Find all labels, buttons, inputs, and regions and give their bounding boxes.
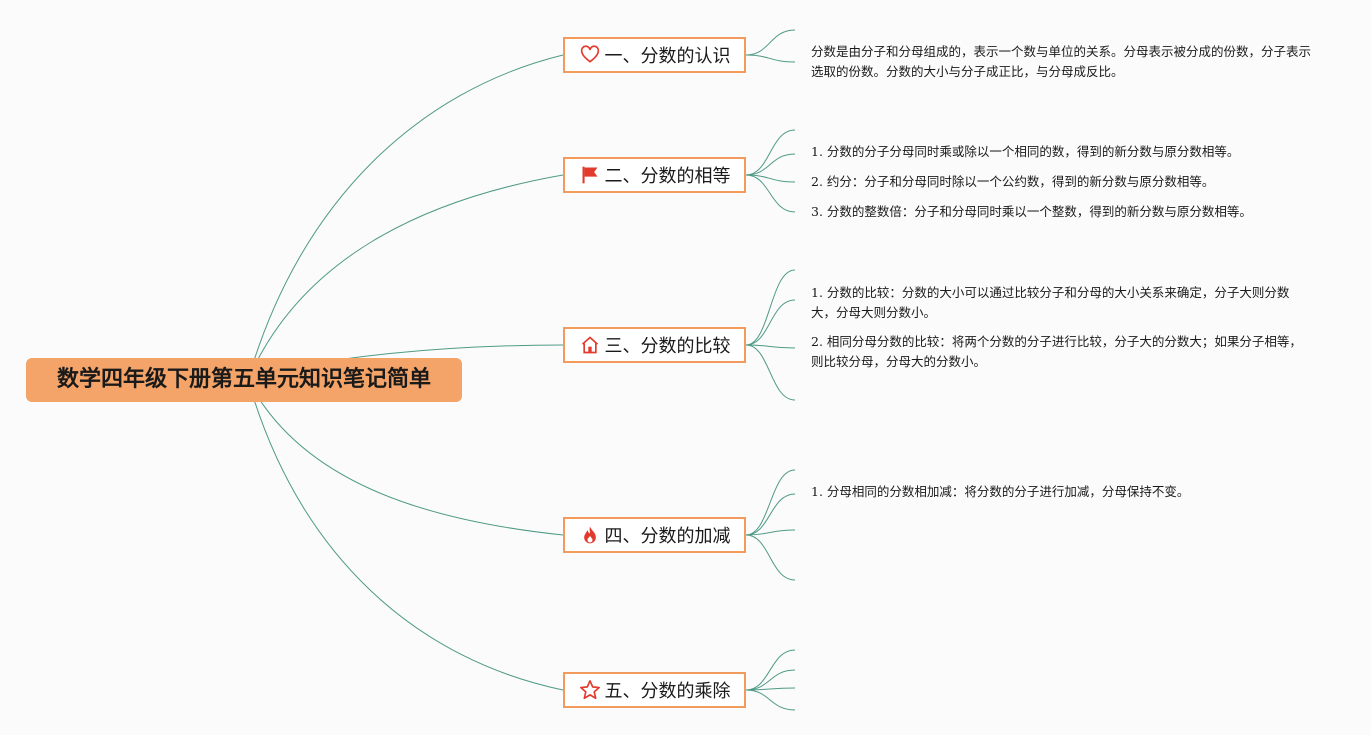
connector-topic-3-branch — [745, 269, 796, 346]
topic-3-note-1: 1. 分数的比较：分数的大小可以通过比较分子和分母的大小关系来确定，分子大则分数… — [811, 285, 1290, 320]
topic-2-note-2: 2. 约分：分子和分母同时除以一个公约数，得到的新分数与原分数相等。 — [811, 174, 1215, 189]
topic-4-note-1: 1. 分母相同的分数相加减：将分数的分子进行加减，分母保持不变。 — [811, 484, 1190, 499]
topic-5[interactable]: 五、分数的乘除 — [563, 672, 746, 708]
star-icon — [579, 679, 601, 701]
connector-topic-2-branch — [745, 174, 796, 213]
topic-2-note-3: 3. 分数的整数倍：分子和分母同时乘以一个整数，得到的新分数与原分数相等。 — [811, 204, 1252, 219]
connector-topic-5-branch — [745, 669, 796, 691]
connector-topic-3-branch — [745, 344, 796, 401]
fire-icon — [579, 524, 601, 546]
connector-root-topic-4 — [247, 379, 564, 536]
topic-label: 二、分数的相等 — [604, 166, 731, 187]
topic-3-note-2: 2. 相同分母分数的比较：将两个分数的分子进行比较，分子大的分数大；如果分子相等… — [811, 334, 1302, 369]
topic-4[interactable]: 四、分数的加减 — [563, 517, 746, 553]
connector-topic-2-branch — [745, 129, 796, 176]
house-icon — [579, 334, 601, 356]
topic-label: 四、分数的加减 — [604, 526, 731, 547]
connector-topic-4-branch — [745, 534, 796, 581]
topic-2[interactable]: 二、分数的相等 — [563, 157, 746, 193]
root-topic[interactable]: 数学四年级下册第五单元知识笔记简单 — [26, 358, 462, 402]
connector-topic-4-branch — [745, 529, 796, 536]
connector-topic-5-branch — [745, 649, 796, 691]
topic-1-note-1: 分数是由分子和分母组成的，表示一个数与单位的关系。分母表示被分成的份数，分子表示… — [811, 44, 1312, 79]
connector-topic-5-branch — [745, 689, 796, 711]
connector-topic-3-branch — [745, 299, 796, 346]
topic-label: 三、分数的比较 — [604, 336, 731, 357]
topic-3[interactable]: 三、分数的比较 — [563, 327, 746, 363]
heart-icon — [579, 44, 601, 66]
connector-topic-1-branch — [745, 54, 796, 63]
topic-1[interactable]: 一、分数的认识 — [563, 37, 746, 73]
connector-topic-1-branch — [745, 29, 796, 56]
topic-2-note-1: 1. 分数的分子分母同时乘或除以一个相同的数，得到的新分数与原分数相等。 — [811, 144, 1240, 159]
flag-icon — [579, 164, 601, 186]
connector-root-topic-5 — [247, 379, 564, 691]
connector-topic-4-branch — [745, 493, 796, 536]
topic-label: 五、分数的乘除 — [604, 681, 731, 702]
connector-root-topic-1 — [247, 54, 564, 381]
topic-label: 一、分数的认识 — [604, 46, 731, 67]
connector-topic-2-branch — [745, 153, 796, 176]
connector-topic-3-branch — [745, 344, 796, 349]
connector-root-topic-2 — [247, 174, 564, 381]
connector-topic-4-branch — [745, 469, 796, 536]
